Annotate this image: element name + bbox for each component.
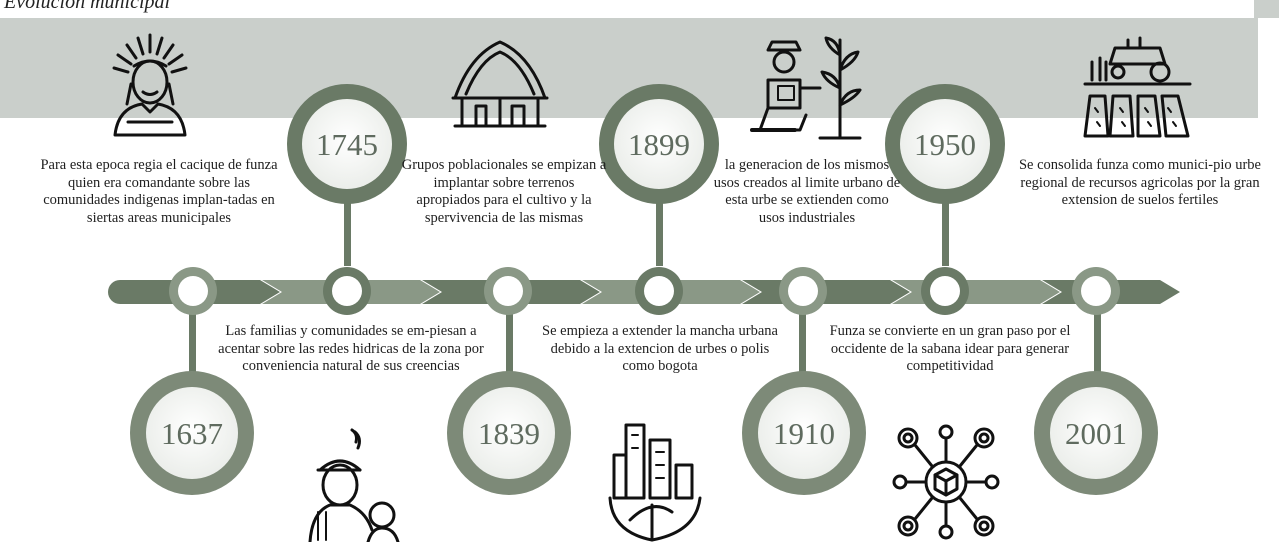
node-2001 [1072, 267, 1120, 315]
connector-1899 [656, 196, 663, 266]
connector-2001 [1094, 312, 1101, 384]
year-label: 1839 [478, 416, 540, 451]
arrow-segment-6 [892, 280, 1060, 304]
page-title: Evolución municipal [4, 0, 171, 13]
year-circles: 1637 1745 1839 1899 1910 1950 2001 [130, 84, 1158, 495]
event-text-1910: la generacion de los mismos usos creados… [713, 157, 901, 226]
tractor-field-icon [1083, 36, 1192, 138]
year-circle-1899: 1899 [599, 84, 719, 204]
indigenous-family-icon [308, 428, 400, 542]
node-1745 [323, 267, 371, 315]
connector-1950 [942, 196, 949, 266]
year-label: 1950 [914, 127, 976, 162]
event-text-2001: Se consolida funza como munici-pio urbe … [1018, 157, 1261, 208]
connectors [189, 196, 1101, 384]
year-label: 2001 [1065, 416, 1127, 451]
header-band-notch [1254, 0, 1279, 18]
year-label: 1745 [316, 127, 378, 162]
network-cube-icon [892, 424, 1000, 540]
node-1910 [779, 267, 827, 315]
connector-1637 [189, 312, 196, 384]
event-text-1745: Las familias y comunidades se em-piesan … [218, 323, 484, 374]
hut-icon [451, 40, 549, 128]
timeline-nodes [169, 267, 1120, 315]
farmer-plant-icon [750, 36, 862, 140]
event-text-1899: Se empieza a extender la mancha urbana d… [542, 323, 778, 374]
connector-1910 [799, 312, 806, 384]
event-text-1637: Para esta epoca regia el cacique de funz… [40, 157, 278, 226]
year-label: 1637 [161, 416, 223, 451]
year-circle-1839: 1839 [447, 371, 571, 495]
node-1899 [635, 267, 683, 315]
year-circle-1637: 1637 [130, 371, 254, 495]
eco-city-icon [608, 423, 702, 542]
year-circle-1910: 1910 [742, 371, 866, 495]
event-text-1950: Funza se convierte en un gran paso por e… [829, 323, 1071, 374]
year-circle-1745: 1745 [287, 84, 407, 204]
indigenous-chief-icon [112, 33, 188, 137]
node-1839 [484, 267, 532, 315]
year-label: 1899 [628, 127, 690, 162]
year-circle-2001: 2001 [1034, 371, 1158, 495]
event-text-1839: Grupos poblacionales se empizan a implan… [401, 157, 607, 226]
node-1637 [169, 267, 217, 315]
year-circle-1950: 1950 [885, 84, 1005, 204]
year-label: 1910 [773, 416, 835, 451]
connector-1839 [506, 312, 513, 384]
node-1950 [921, 267, 969, 315]
connector-1745 [344, 196, 351, 266]
